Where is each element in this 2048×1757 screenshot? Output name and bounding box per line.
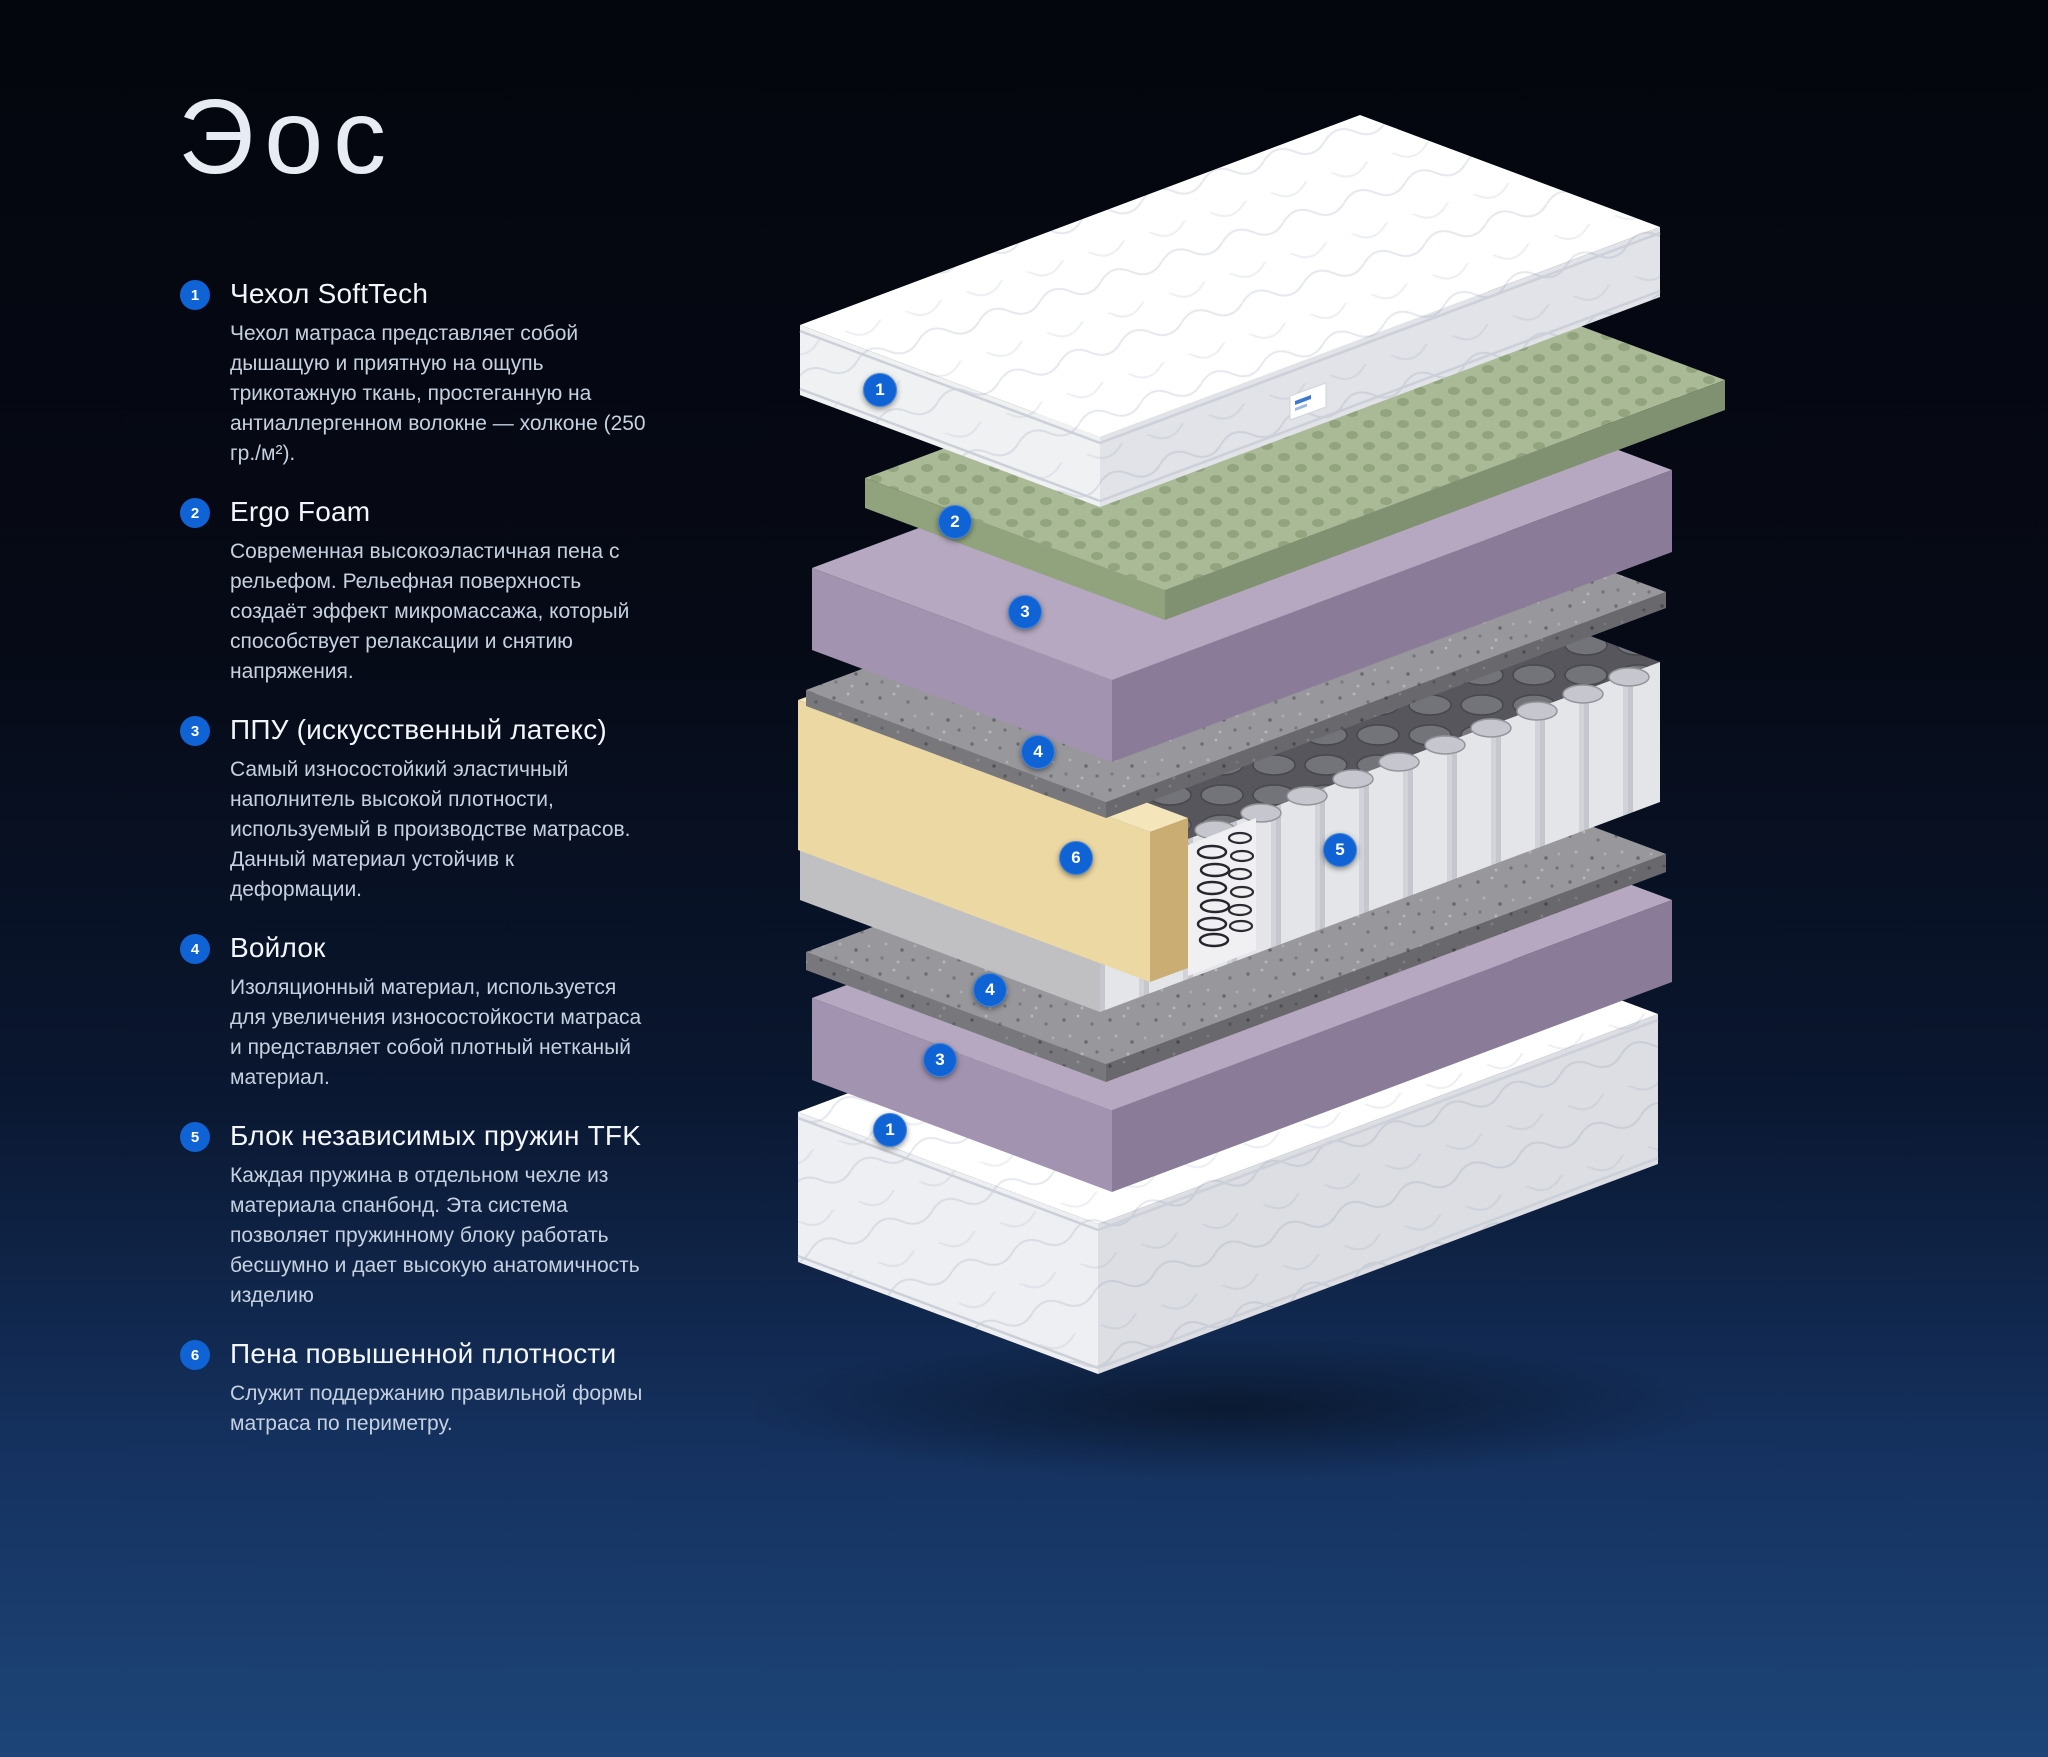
legend-number-badge: 4	[180, 934, 210, 964]
pu-top-left-face	[812, 568, 1112, 762]
layer-title: ППУ (искусственный латекс)	[230, 714, 607, 745]
pu-bottom-right-face	[1112, 900, 1672, 1192]
pu-bottom-left-face	[812, 998, 1112, 1192]
edge-foam-side-face	[1150, 818, 1188, 982]
layer-description: Служит поддержанию правильной формы матр…	[230, 1382, 643, 1435]
legend-item-3: 3 ППУ (искусственный латекс) Самый износ…	[180, 714, 648, 905]
layer-title: Ergo Foam	[230, 496, 371, 527]
legend-item-1: 1 Чехол SoftTech Чехол матраса представл…	[180, 278, 648, 469]
pu-top-right-face	[1112, 470, 1672, 762]
floor-shadow	[740, 1336, 1720, 1480]
coil-spring-icon	[1196, 844, 1231, 948]
diagram-badge-spring-block: 5	[1323, 833, 1357, 867]
layer-title: Войлок	[230, 932, 326, 963]
diagram-badge-edge-foam: 6	[1059, 841, 1093, 875]
felt-top-left-face	[806, 690, 1106, 818]
legend-item-6: 6 Пена повышенной плотности Служит подде…	[180, 1338, 648, 1439]
layer-description: Современная высокоэластичная пена с рель…	[230, 540, 630, 683]
edge-foam-front-face	[798, 700, 1150, 982]
legend-item-5: 5 Блок независимых пружин TFK Каждая пру…	[180, 1120, 648, 1311]
cover-top-left-face	[800, 325, 1100, 507]
page-title: Эос	[178, 78, 397, 196]
layer-legend: 1 Чехол SoftTech Чехол матраса представл…	[180, 278, 648, 1466]
felt-top-right-face	[1106, 592, 1666, 818]
brand-label-tag	[1289, 382, 1327, 421]
diagram-badge-ergo-foam: 2	[938, 505, 972, 539]
layer-cover-top	[799, 115, 1661, 507]
cover-bottom-left-face	[798, 1112, 1098, 1374]
diagram-badge-pu-foam-top: 3	[1008, 595, 1042, 629]
legend-number-badge: 6	[180, 1340, 210, 1370]
cover-top-piping	[799, 231, 1661, 503]
cover-bottom-right-face	[1098, 1014, 1658, 1374]
ergo-foam-right-face	[1165, 380, 1725, 620]
diagram-badge-pu-foam-bottom: 3	[923, 1043, 957, 1077]
layer-description: Каждая пружина в отдельном чехле из мате…	[230, 1164, 640, 1307]
coil-spring-icon	[1227, 831, 1255, 933]
legend-number-badge: 5	[180, 1122, 210, 1152]
diagram-badge-felt-bottom: 4	[973, 973, 1007, 1007]
layer-description: Самый износостойкий эластичный наполните…	[230, 758, 631, 901]
felt-bottom-right-face	[1106, 854, 1666, 1082]
cover-top-top-face	[800, 115, 1660, 437]
layer-title: Чехол SoftTech	[230, 278, 429, 309]
felt-bottom-left-face	[806, 952, 1106, 1082]
legend-number-badge: 3	[180, 716, 210, 746]
layer-description: Изоляционный материал, используется для …	[230, 976, 642, 1089]
diagram-badge-felt-top: 4	[1021, 735, 1055, 769]
legend-number-badge: 1	[180, 280, 210, 310]
legend-number-badge: 2	[180, 498, 210, 528]
layer-title: Пена повышенной плотности	[230, 1338, 617, 1369]
cover-bottom-piping	[797, 1018, 1659, 1370]
legend-item-2: 2 Ergo Foam Современная высокоэластичная…	[180, 496, 648, 687]
diagram-badge-cover-top: 1	[863, 373, 897, 407]
diagram-badge-cover-bottom: 1	[873, 1113, 907, 1147]
layer-description: Чехол матраса представляет собой дышащую…	[230, 322, 646, 465]
layer-title: Блок независимых пружин TFK	[230, 1120, 642, 1151]
legend-item-4: 4 Войлок Изоляционный материал, использу…	[180, 932, 648, 1093]
cover-top-right-face	[1100, 227, 1660, 507]
